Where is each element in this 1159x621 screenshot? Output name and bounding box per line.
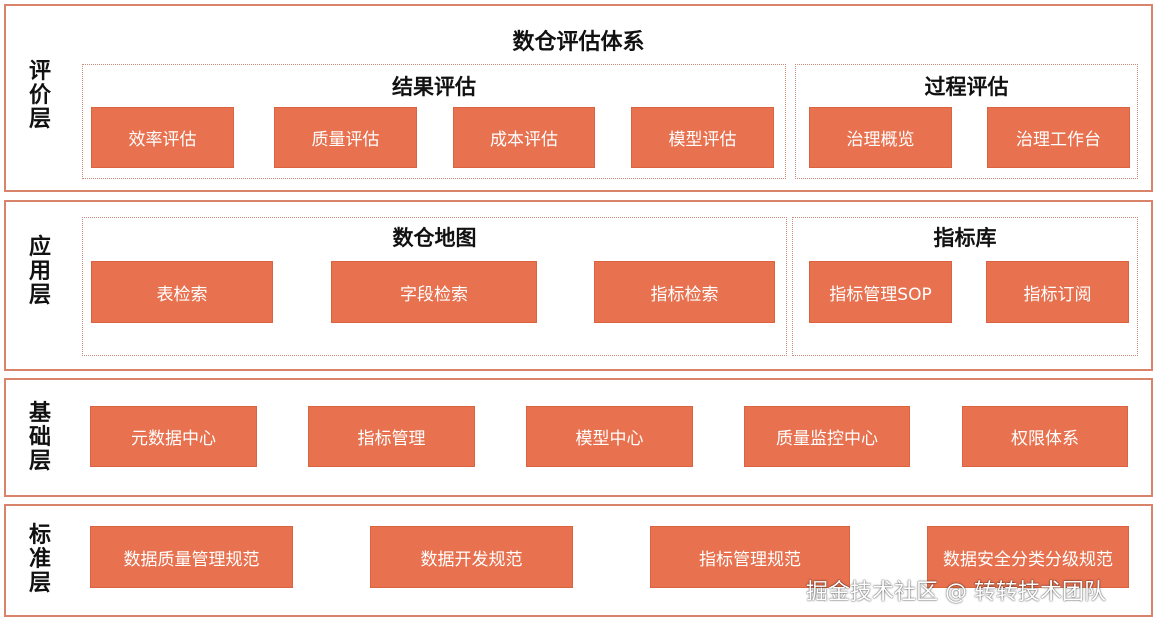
standard-layer-label: 标 准 层 bbox=[22, 524, 58, 596]
layer-label-char: 应 bbox=[28, 235, 51, 260]
quality-monitoring-center-box: 质量监控中心 bbox=[744, 406, 910, 467]
governance-workbench-box: 治理工作台 bbox=[987, 107, 1130, 168]
model-evaluation-box: 模型评估 bbox=[631, 107, 774, 168]
permission-system-box: 权限体系 bbox=[962, 406, 1128, 467]
metadata-center-box: 元数据中心 bbox=[90, 406, 257, 467]
evaluation-layer: 数仓评估体系 评 价 层 结果评估 效率评估 质量评估 成本评估 模型评估 过程… bbox=[4, 4, 1153, 192]
data-security-classification-standard-box: 数据安全分类分级规范 bbox=[927, 526, 1129, 588]
layer-label-char: 用 bbox=[28, 259, 51, 284]
layer-label-char: 价 bbox=[28, 83, 51, 108]
field-search-box: 字段检索 bbox=[331, 261, 537, 323]
metric-library-title: 指标库 bbox=[933, 226, 997, 250]
metric-subscription-box: 指标订阅 bbox=[986, 261, 1129, 323]
foundation-layer-label: 基 础 层 bbox=[22, 402, 58, 474]
layer-label-char: 础 bbox=[28, 425, 51, 450]
metric-library-group: 指标库 指标管理SOP 指标订阅 bbox=[792, 217, 1138, 356]
layer-label-char: 评 bbox=[28, 59, 51, 84]
layer-label-char: 层 bbox=[28, 449, 51, 474]
process-evaluation-title: 过程评估 bbox=[924, 75, 1009, 99]
layer-label-char: 准 bbox=[28, 547, 51, 572]
diagram-title: 数仓评估体系 bbox=[512, 30, 645, 55]
application-layer: 应 用 层 数仓地图 表检索 字段检索 指标检索 指标库 指标管理SOP 指标订… bbox=[4, 200, 1153, 371]
quality-evaluation-box: 质量评估 bbox=[274, 107, 417, 168]
model-center-box: 模型中心 bbox=[526, 406, 693, 467]
evaluation-layer-label: 评 价 层 bbox=[22, 60, 58, 132]
layer-label-char: 层 bbox=[28, 571, 51, 596]
metric-management-sop-box: 指标管理SOP bbox=[809, 261, 952, 323]
watermark: 掘金技术社区 @ 转转技术团队 bbox=[806, 580, 1106, 605]
table-search-box: 表检索 bbox=[91, 261, 273, 323]
cost-evaluation-box: 成本评估 bbox=[453, 107, 595, 168]
metric-search-box: 指标检索 bbox=[594, 261, 775, 323]
result-evaluation-title: 结果评估 bbox=[392, 75, 476, 99]
governance-overview-box: 治理概览 bbox=[809, 107, 952, 168]
metric-management-standard-box: 指标管理规范 bbox=[650, 526, 850, 588]
efficiency-evaluation-box: 效率评估 bbox=[91, 107, 234, 168]
standard-layer: 标 准 层 数据质量管理规范 数据开发规范 指标管理规范 数据安全分类分级规范 bbox=[4, 504, 1153, 617]
data-map-title: 数仓地图 bbox=[392, 226, 477, 250]
layer-label-char: 标 bbox=[28, 523, 51, 548]
data-map-group: 数仓地图 表检索 字段检索 指标检索 bbox=[82, 217, 787, 356]
data-quality-management-standard-box: 数据质量管理规范 bbox=[90, 526, 293, 588]
layer-label-char: 层 bbox=[28, 283, 51, 308]
layer-label-char: 层 bbox=[28, 107, 51, 132]
application-layer-label: 应 用 层 bbox=[22, 236, 58, 308]
data-development-standard-box: 数据开发规范 bbox=[370, 526, 573, 588]
metric-management-box: 指标管理 bbox=[308, 406, 475, 467]
layer-label-char: 基 bbox=[28, 401, 51, 426]
foundation-layer: 基 础 层 元数据中心 指标管理 模型中心 质量监控中心 权限体系 bbox=[4, 378, 1153, 497]
result-evaluation-group: 结果评估 效率评估 质量评估 成本评估 模型评估 bbox=[82, 64, 786, 179]
process-evaluation-group: 过程评估 治理概览 治理工作台 bbox=[795, 64, 1138, 179]
